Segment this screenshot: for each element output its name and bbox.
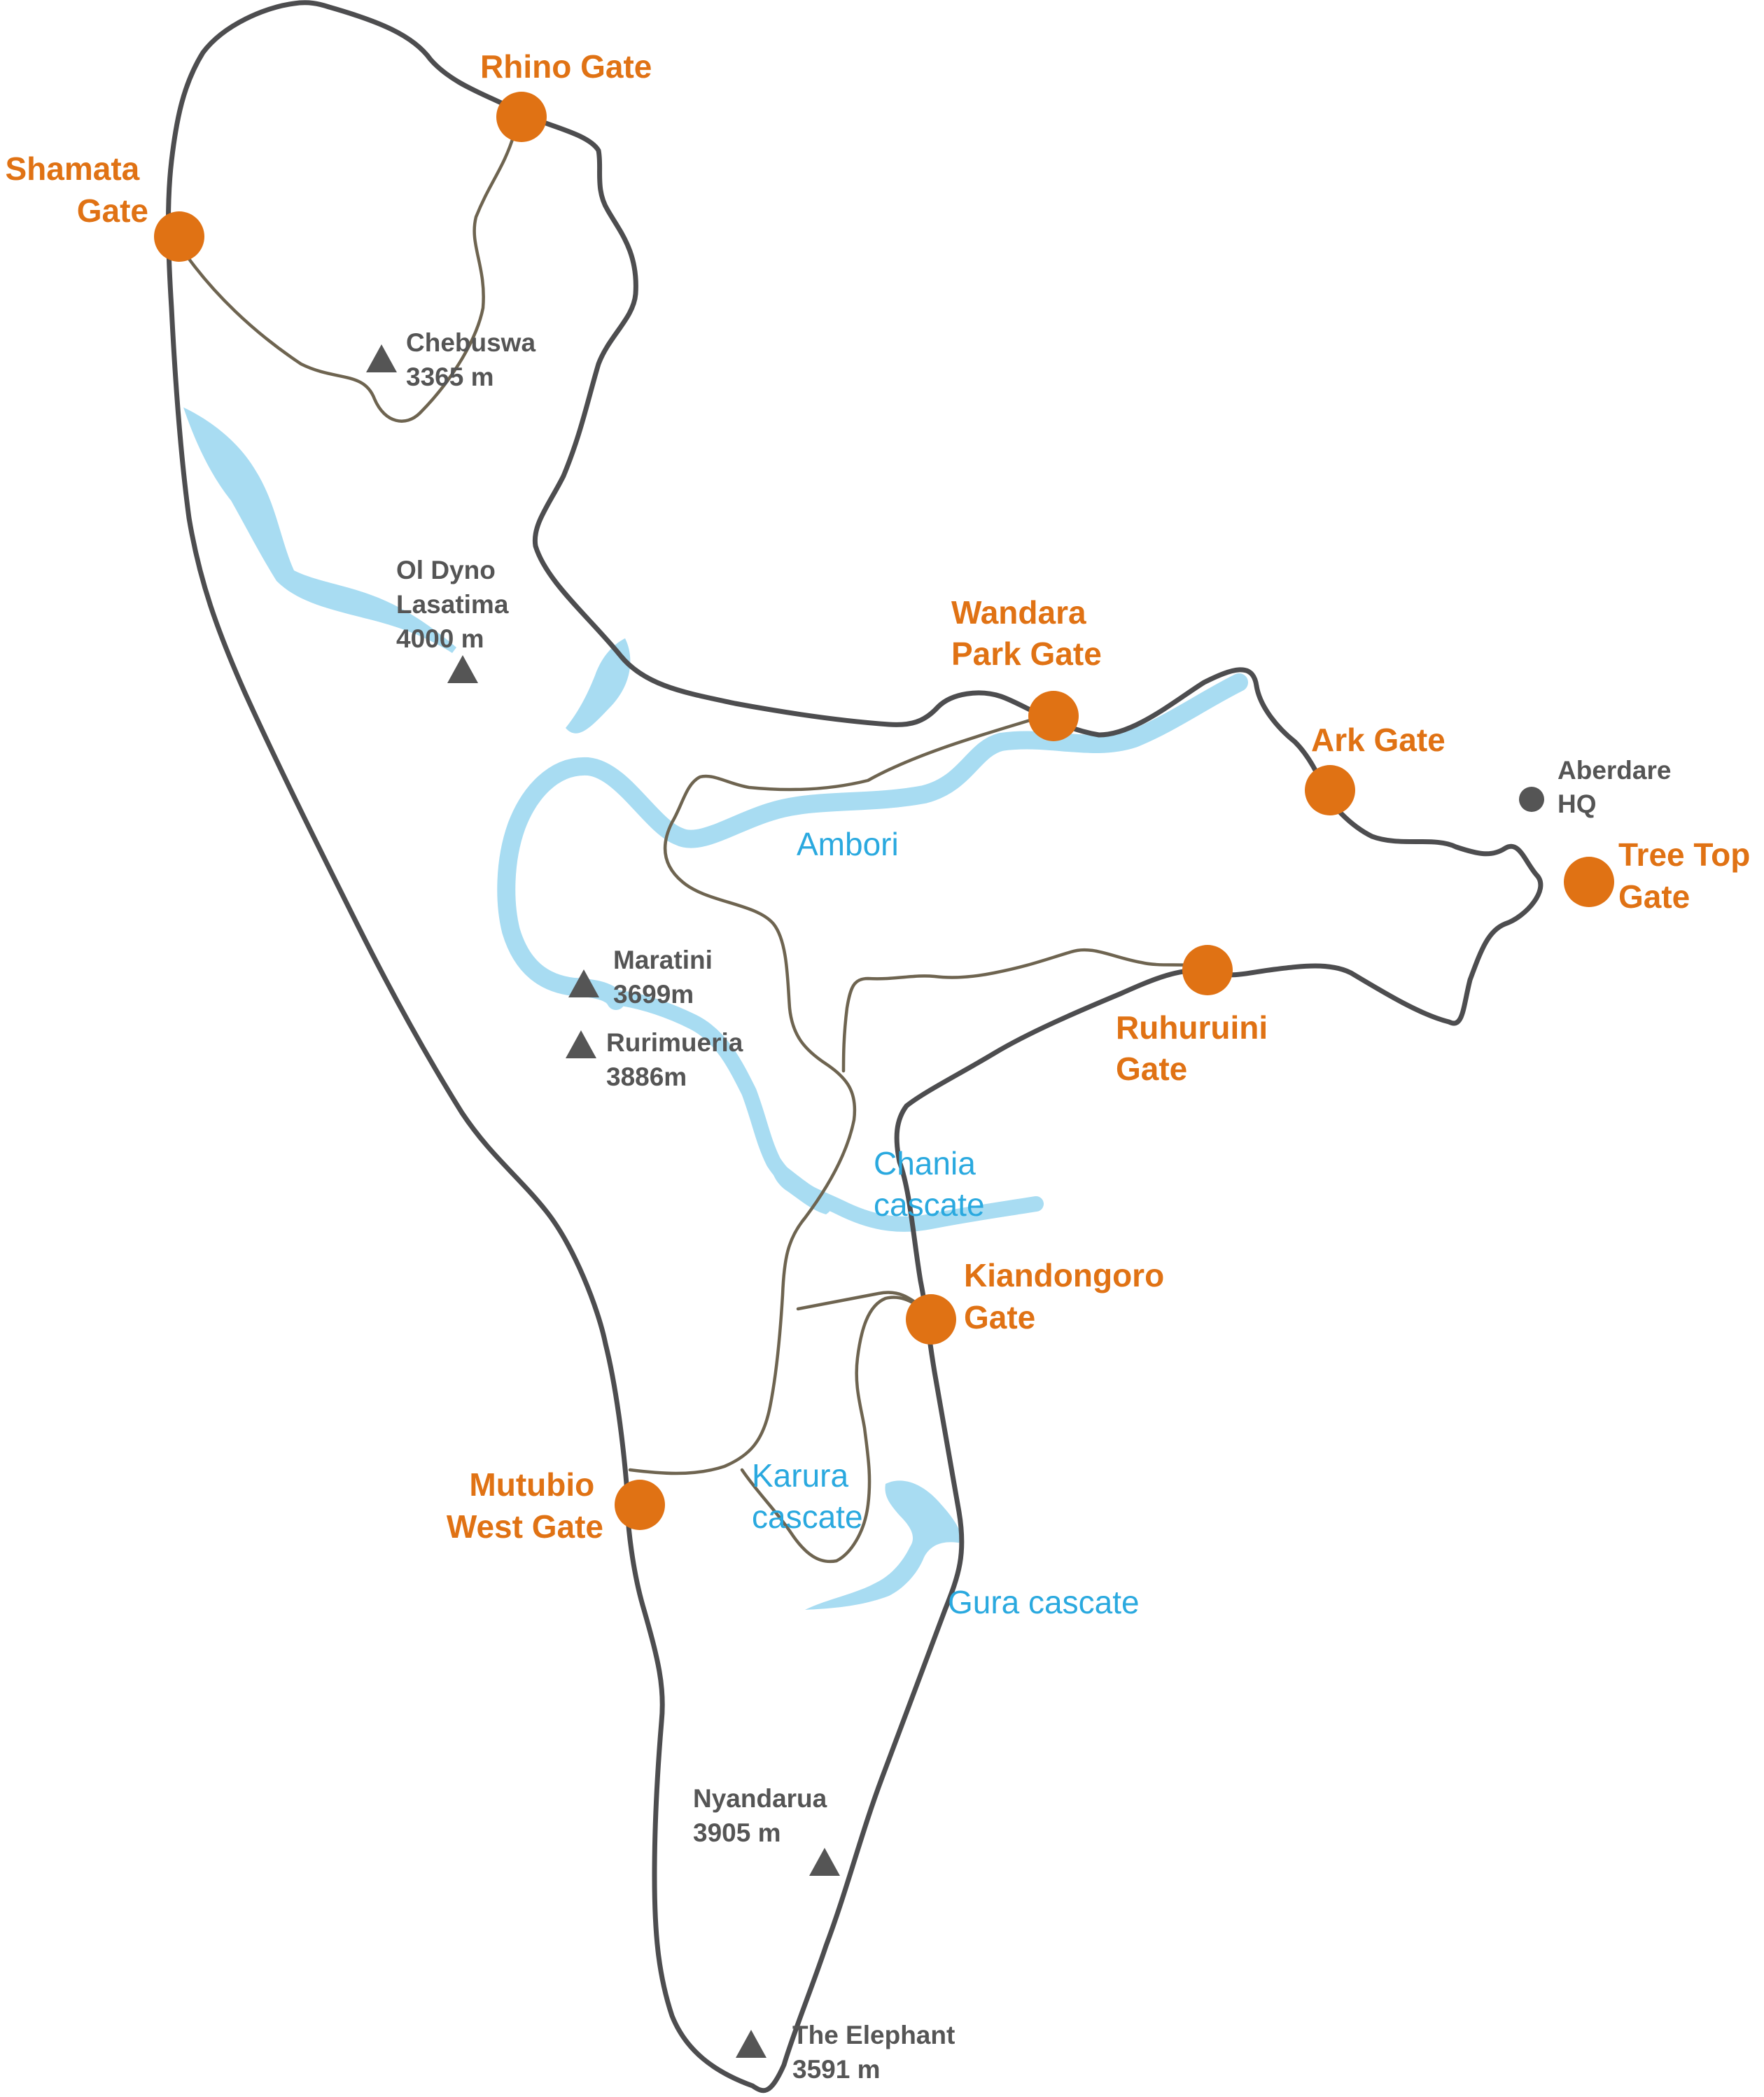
- trail-wandara-west: [628, 712, 1052, 1475]
- oldyno-peak-icon: [447, 655, 478, 683]
- trails: [172, 131, 1210, 1564]
- karura-cascate-label[interactable]: Karura cascate: [752, 1457, 863, 1535]
- trail-shamata-chebuswa: [172, 131, 517, 423]
- chania-cascate-label[interactable]: Chania cascate: [874, 1145, 985, 1223]
- rurimueria-peak-label[interactable]: Rurimueria 3886m: [606, 1028, 750, 1091]
- maratini-peak-icon: [568, 969, 599, 997]
- elephant-peak-label[interactable]: The Elephant 3591 m: [792, 2021, 962, 2084]
- trail-kiandongoro-south: [740, 1291, 926, 1564]
- maratini-peak-label[interactable]: Maratini 3699m: [613, 946, 720, 1009]
- river-northwest: [183, 407, 456, 653]
- ruhuruini-gate-label[interactable]: Ruhuruini Gate: [1116, 1009, 1277, 1087]
- wandara-gate-label-line1: Wandara: [951, 594, 1086, 631]
- ark-gate-marker[interactable]: [1305, 765, 1355, 815]
- chebuswa-peak-label[interactable]: Chebuswa 3365 m: [406, 328, 542, 391]
- oldyno-peak-label[interactable]: Ol Dyno Lasatima 4000 m: [396, 556, 516, 653]
- oldyno-peak-name: Ol Dyno: [396, 556, 496, 584]
- ambori-label[interactable]: Ambori: [797, 826, 899, 862]
- maratini-peak-name: Maratini: [613, 946, 713, 974]
- shamata-gate-label-line1: Shamata: [5, 150, 139, 187]
- elephant-peak-elevation: 3591 m: [792, 2055, 881, 2084]
- mutubio-gate-marker[interactable]: [615, 1480, 665, 1530]
- kiandongoro-gate-label[interactable]: Kiandongoro Gate: [964, 1257, 1173, 1335]
- nyandarua-peak-elevation: 3905 m: [693, 1818, 781, 1847]
- ruhuruini-gate-marker[interactable]: [1182, 945, 1233, 995]
- ruhuruini-gate-label-line1: Ruhuruini: [1116, 1009, 1268, 1046]
- ruhuruini-gate-label-line2: Gate: [1116, 1051, 1187, 1087]
- karura-label-line2: cascate: [752, 1499, 863, 1535]
- hq-label-line1: Aberdare: [1558, 756, 1671, 785]
- kiandongoro-gate-marker[interactable]: [906, 1294, 956, 1345]
- wandara-gate-label[interactable]: Wandara Park Gate: [951, 594, 1102, 672]
- treetop-gate-marker[interactable]: [1564, 857, 1614, 907]
- oldyno-peak-elevation: 4000 m: [396, 624, 484, 653]
- nyandarua-peak-name: Nyandarua: [693, 1784, 827, 1813]
- river-ambori: [497, 673, 1248, 1010]
- rhino-gate-marker[interactable]: [496, 92, 547, 142]
- chebuswa-peak-elevation: 3365 m: [406, 363, 494, 391]
- kiandongoro-gate-label-line1: Kiandongoro: [964, 1257, 1164, 1293]
- rivers: [183, 407, 1248, 1610]
- rurimueria-peak-elevation: 3886m: [606, 1062, 687, 1091]
- nyandarua-peak-label[interactable]: Nyandarua 3905 m: [693, 1784, 834, 1847]
- rhino-gate-label-line1: Rhino Gate: [480, 48, 652, 85]
- rurimueria-peak-icon: [566, 1030, 596, 1058]
- shamata-gate-label[interactable]: Shamata Gate: [5, 150, 148, 229]
- elephant-peak-icon: [736, 2030, 766, 2058]
- mutubio-gate-label[interactable]: Mutubio West Gate: [447, 1466, 603, 1545]
- river-chania-pool: [769, 1155, 832, 1214]
- nyandarua-peak-icon: [809, 1848, 840, 1876]
- mutubio-gate-label-line2: West Gate: [447, 1508, 603, 1545]
- oldyno-peak-name2: Lasatima: [396, 590, 509, 619]
- peaks: Chebuswa 3365 m Ol Dyno Lasatima 4000 m …: [366, 328, 962, 2084]
- wandara-gate-label-line2: Park Gate: [951, 636, 1102, 672]
- ambori-label-line1: Ambori: [797, 826, 899, 862]
- treetop-gate-label[interactable]: Tree Top Gate: [1618, 836, 1759, 915]
- shamata-gate-marker[interactable]: [154, 211, 204, 262]
- mutubio-gate-label-line1: Mutubio: [469, 1466, 594, 1503]
- gates: Rhino Gate Shamata Gate Wandara Park Gat…: [5, 48, 1759, 1545]
- chania-label-line2: cascate: [874, 1186, 985, 1223]
- hq-label-line2: HQ: [1558, 790, 1597, 818]
- elephant-peak-name: The Elephant: [792, 2021, 955, 2049]
- river-north-small: [566, 638, 631, 734]
- maratini-peak-elevation: 3699m: [613, 980, 694, 1009]
- river-gura: [805, 1480, 962, 1610]
- rurimueria-peak-name: Rurimueria: [606, 1028, 743, 1057]
- chebuswa-peak-name: Chebuswa: [406, 328, 536, 357]
- chania-label-line1: Chania: [874, 1145, 976, 1181]
- rhino-gate-label[interactable]: Rhino Gate: [480, 48, 652, 85]
- hq-label[interactable]: Aberdare HQ: [1558, 756, 1679, 818]
- treetop-gate-label-line1: Tree Top: [1618, 836, 1750, 873]
- gura-label-line1: Gura cascate: [948, 1584, 1140, 1620]
- kiandongoro-gate-label-line2: Gate: [964, 1299, 1035, 1335]
- park-boundary: [165, 0, 1544, 2094]
- hq-marker-dot: [1519, 787, 1544, 812]
- karura-label-line1: Karura: [752, 1457, 848, 1494]
- trail-ruhuruini-west: [841, 948, 1210, 1073]
- ark-gate-label-line1: Ark Gate: [1311, 722, 1446, 758]
- gura-cascate-label[interactable]: Gura cascate: [948, 1584, 1140, 1620]
- water-labels: Ambori Chania cascate Karura cascate Gur…: [752, 826, 1140, 1620]
- wandara-gate-marker[interactable]: [1028, 691, 1079, 741]
- treetop-gate-label-line2: Gate: [1618, 878, 1690, 915]
- chebuswa-peak-icon: [366, 344, 397, 372]
- shamata-gate-label-line2: Gate: [77, 192, 148, 229]
- ark-gate-label[interactable]: Ark Gate: [1311, 722, 1446, 758]
